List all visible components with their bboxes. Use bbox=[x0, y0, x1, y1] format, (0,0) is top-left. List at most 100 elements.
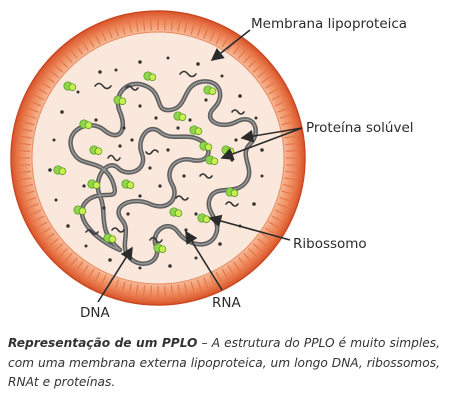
membrane-tick bbox=[75, 261, 84, 272]
membrane-tick bbox=[261, 75, 272, 84]
membrane-tick bbox=[215, 32, 223, 45]
membrane-tick bbox=[170, 18, 174, 31]
membrane-tick bbox=[271, 215, 284, 223]
rna-molecules bbox=[85, 70, 245, 244]
membrane-tick bbox=[243, 53, 253, 64]
membrane-tick bbox=[285, 164, 298, 166]
membrane-tick bbox=[221, 268, 229, 280]
membrane-tick bbox=[93, 32, 101, 45]
membrane-tick bbox=[196, 279, 202, 292]
membrane-tick bbox=[196, 24, 202, 37]
membrane-tick bbox=[209, 274, 216, 287]
membrane-tick bbox=[221, 36, 229, 48]
membrane-tick bbox=[114, 279, 120, 292]
membrane-tick bbox=[27, 107, 39, 113]
membrane-tick bbox=[277, 203, 289, 209]
membrane-tick bbox=[232, 44, 241, 55]
membrane-tick bbox=[177, 19, 181, 32]
membrane-tick bbox=[285, 170, 298, 174]
membrane-tick bbox=[142, 285, 146, 298]
membrane-tick bbox=[69, 257, 78, 268]
membrane-tick bbox=[128, 283, 132, 296]
membrane-tick bbox=[232, 261, 241, 272]
membrane-tick bbox=[87, 36, 95, 48]
membrane-tick bbox=[20, 184, 33, 188]
figure-caption: Representação de um PPLO – A estrutura d… bbox=[8, 334, 440, 393]
membrane-tick bbox=[81, 40, 89, 51]
membrane-tick bbox=[18, 142, 31, 146]
membrane-tick bbox=[265, 81, 276, 89]
membrane-tick bbox=[279, 196, 292, 202]
membrane-tick bbox=[279, 114, 292, 120]
membrane-tick bbox=[58, 58, 68, 68]
membrane-tick bbox=[164, 18, 166, 31]
membrane-tick bbox=[48, 69, 59, 78]
membrane-tick bbox=[274, 100, 287, 107]
membrane-tick bbox=[18, 164, 31, 166]
membrane-tick bbox=[215, 271, 223, 284]
membrane-tick bbox=[24, 114, 37, 120]
membrane-tick bbox=[252, 63, 263, 73]
membrane-tick bbox=[142, 18, 146, 31]
membrane-tick bbox=[268, 87, 280, 95]
label-ribosome: Ribossomo bbox=[293, 236, 367, 252]
soluble-protein-dots bbox=[48, 56, 264, 270]
membrane-tick bbox=[277, 107, 289, 113]
membrane-tick bbox=[22, 121, 35, 126]
membrane-tick bbox=[243, 252, 253, 263]
membrane-tick bbox=[18, 170, 31, 174]
membrane-tick bbox=[18, 150, 31, 152]
membrane-tick bbox=[63, 252, 73, 263]
membrane-tick bbox=[87, 268, 95, 280]
label-dna: DNA bbox=[80, 305, 110, 321]
membrane-tick bbox=[135, 284, 139, 297]
membrane-tick bbox=[257, 69, 268, 78]
membrane-tick bbox=[170, 285, 174, 298]
membrane-tick bbox=[44, 232, 55, 241]
membrane-tick bbox=[40, 81, 51, 89]
membrane-tick bbox=[22, 190, 35, 195]
membrane-tick bbox=[281, 121, 294, 126]
membrane-tick bbox=[48, 238, 59, 247]
membrane-tick bbox=[27, 203, 39, 209]
membrane-tick bbox=[19, 177, 32, 181]
membrane-tick bbox=[248, 58, 258, 68]
membrane-tick bbox=[227, 265, 235, 276]
membrane-tick bbox=[135, 19, 139, 32]
membrane-tick bbox=[203, 277, 209, 289]
membrane-tick bbox=[75, 44, 84, 55]
membrane-tick bbox=[58, 248, 68, 258]
membrane-tick bbox=[283, 184, 296, 188]
membrane-tick bbox=[285, 150, 298, 152]
pplo-diagram: Membrana lipoproteica Proteína solúvel R… bbox=[10, 10, 414, 321]
membrane-tick bbox=[190, 22, 195, 35]
membrane-tick bbox=[69, 48, 78, 59]
pointer-lines bbox=[97, 29, 303, 303]
membrane-tick bbox=[281, 190, 294, 195]
caption-text: – A estrutura do PPLO é muito simples, c… bbox=[8, 336, 440, 389]
membrane-tick bbox=[265, 227, 276, 235]
membrane-tick bbox=[209, 29, 216, 42]
caption-title: Representação de um PPLO bbox=[8, 336, 198, 350]
membrane-tick bbox=[29, 100, 42, 107]
membrane-tick bbox=[40, 227, 51, 235]
membrane-tick bbox=[284, 177, 297, 181]
membrane-tick bbox=[100, 29, 107, 42]
membrane-tick bbox=[114, 24, 120, 37]
membrane-tick bbox=[190, 281, 195, 294]
membrane-tick bbox=[36, 221, 48, 229]
membrane-tick bbox=[184, 283, 188, 296]
membrane-tick bbox=[44, 75, 55, 84]
membrane-tick bbox=[150, 285, 152, 298]
membrane-tick bbox=[32, 93, 45, 101]
membrane-tick bbox=[257, 238, 268, 247]
membrane-tick bbox=[20, 128, 33, 132]
membrane-tick bbox=[238, 48, 247, 59]
label-soluble-protein: Proteína solúvel bbox=[306, 120, 414, 136]
membrane-tick bbox=[32, 215, 45, 223]
membrane-tick bbox=[274, 209, 287, 216]
membrane-tick bbox=[261, 232, 272, 241]
membrane-tick bbox=[184, 20, 188, 33]
membrane-tick bbox=[107, 27, 113, 39]
membrane-tick bbox=[238, 257, 247, 268]
